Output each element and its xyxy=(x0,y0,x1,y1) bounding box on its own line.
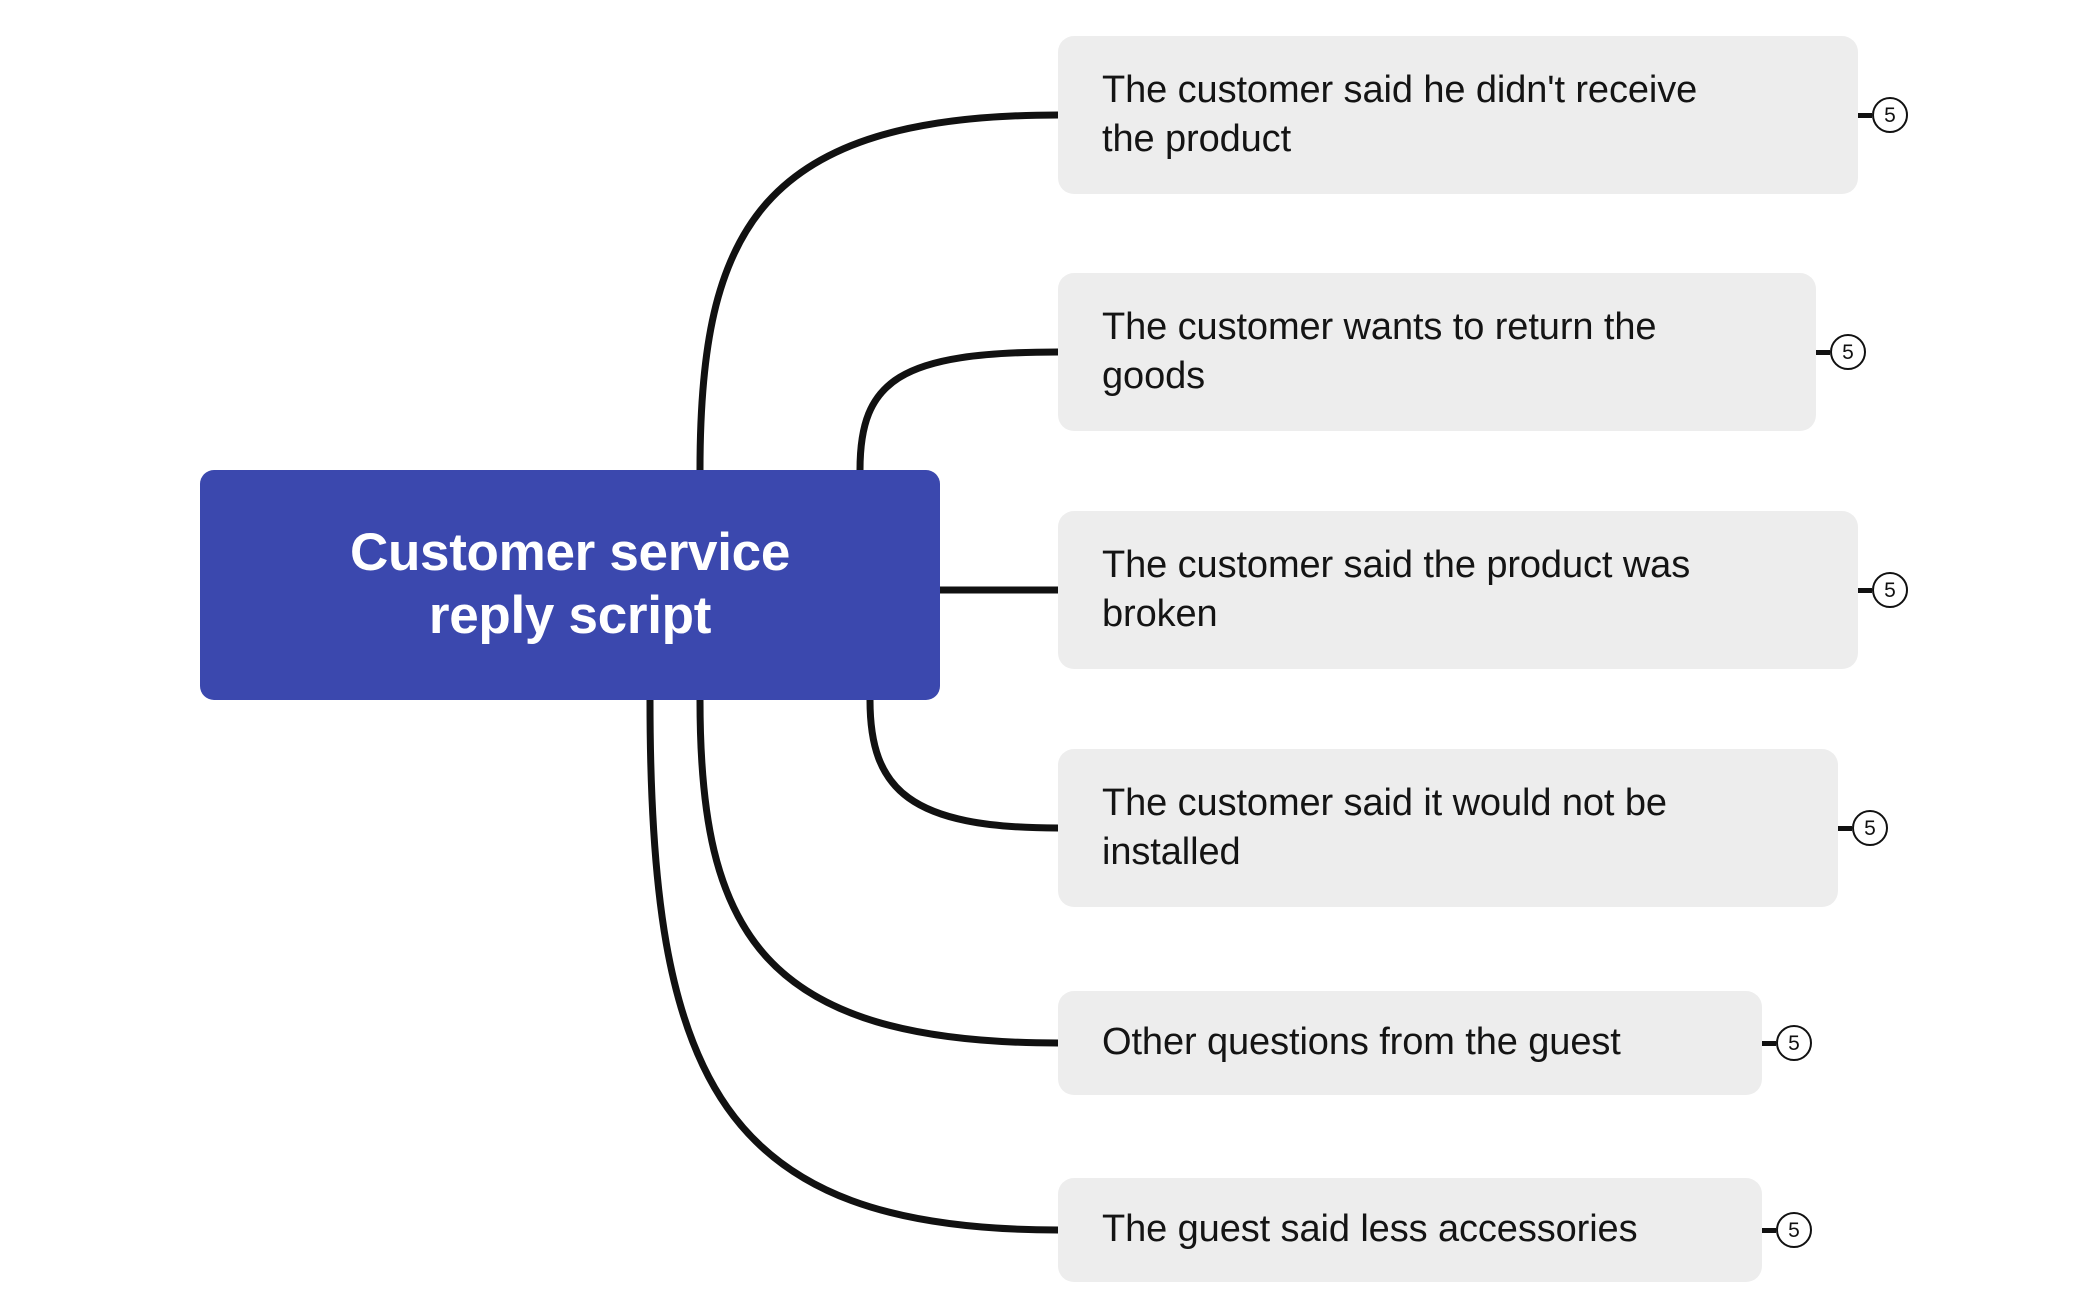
badge-count-2: 5 xyxy=(1830,334,1866,370)
badge-count-1: 5 xyxy=(1872,97,1908,133)
branch-node-6[interactable]: The guest said less accessories xyxy=(1058,1178,1762,1282)
connector-to-branch-4 xyxy=(866,696,1062,832)
badge-stub-icon xyxy=(1816,349,1830,355)
connector-to-branch-2 xyxy=(856,348,1062,474)
badge-stub-icon xyxy=(1762,1227,1776,1233)
badge-stub-icon xyxy=(1858,587,1872,593)
branch-badge-5[interactable]: 5 xyxy=(1762,1025,1812,1061)
connector-to-branch-1 xyxy=(696,111,1062,474)
badge-stub-icon xyxy=(1858,112,1872,118)
branch-badge-1[interactable]: 5 xyxy=(1858,97,1908,133)
branch-node-2[interactable]: The customer wants to return the goods xyxy=(1058,273,1816,431)
branch-node-5[interactable]: Other questions from the guest xyxy=(1058,991,1762,1095)
branch-node-5-label: Other questions from the guest xyxy=(1102,1021,1621,1064)
branch-node-3[interactable]: The customer said the product was broken xyxy=(1058,511,1858,669)
branch-node-6-label: The guest said less accessories xyxy=(1102,1208,1638,1251)
connector-to-branch-5 xyxy=(696,696,1062,1047)
badge-count-6: 5 xyxy=(1776,1212,1812,1248)
branch-node-3-label: The customer said the product was broken xyxy=(1102,543,1691,635)
badge-stub-icon xyxy=(1762,1040,1776,1046)
branch-badge-4[interactable]: 5 xyxy=(1838,810,1888,846)
badge-count-5: 5 xyxy=(1776,1025,1812,1061)
connector-to-branch-6 xyxy=(646,696,1062,1234)
root-node[interactable]: Customer service reply script xyxy=(200,470,940,700)
branch-node-4[interactable]: The customer said it would not be instal… xyxy=(1058,749,1838,907)
badge-count-4: 5 xyxy=(1852,810,1888,846)
branch-badge-6[interactable]: 5 xyxy=(1762,1212,1812,1248)
branch-node-1[interactable]: The customer said he didn't receive the … xyxy=(1058,36,1858,194)
branch-node-1-label: The customer said he didn't receive the … xyxy=(1102,68,1698,160)
branch-badge-2[interactable]: 5 xyxy=(1816,334,1866,370)
root-node-label: Customer service reply script xyxy=(349,523,791,645)
badge-stub-icon xyxy=(1838,825,1852,831)
branch-node-4-label: The customer said it would not be instal… xyxy=(1102,781,1667,873)
branch-node-2-label: The customer wants to return the goods xyxy=(1102,305,1657,397)
badge-count-3: 5 xyxy=(1872,572,1908,608)
branch-badge-3[interactable]: 5 xyxy=(1858,572,1908,608)
